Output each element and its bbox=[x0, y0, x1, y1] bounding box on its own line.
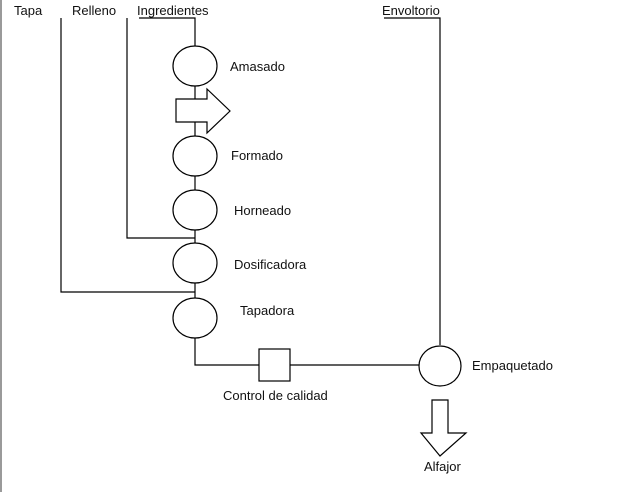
formado-operation-circle bbox=[172, 135, 218, 177]
amasado-operation-circle bbox=[172, 45, 218, 87]
empaquetado-operation-circle bbox=[418, 345, 462, 387]
relleno-label: Relleno bbox=[72, 3, 117, 18]
ingredientes-label: Ingredientes bbox=[137, 3, 209, 18]
relleno-line bbox=[126, 18, 195, 239]
dosificadora-operation-circle bbox=[172, 242, 218, 284]
tapadora-label: Tapadora bbox=[240, 303, 295, 318]
dosificadora-label: Dosificadora bbox=[234, 257, 307, 272]
tapa-label: Tapa bbox=[14, 3, 43, 18]
tapa-line bbox=[60, 18, 195, 293]
alfajor-label: Alfajor bbox=[424, 459, 461, 474]
amasado-label: Amasado bbox=[230, 59, 285, 74]
tapadora-to-control-line bbox=[194, 340, 259, 366]
envoltorio-line bbox=[384, 17, 441, 345]
envoltorio-label: Envoltorio bbox=[382, 3, 440, 18]
control-de-calidad-label: Control de calidad bbox=[223, 388, 328, 403]
control-inspection-square bbox=[258, 348, 291, 382]
tapadora-operation-circle bbox=[172, 297, 218, 339]
transport-arrow-right bbox=[175, 87, 231, 135]
empaquetado-label: Empaquetado bbox=[472, 358, 553, 373]
horneado-operation-circle bbox=[172, 189, 218, 231]
formado-label: Formado bbox=[231, 148, 284, 163]
ingredientes-line bbox=[139, 17, 196, 48]
horneado-label: Horneado bbox=[234, 203, 292, 218]
output-arrow-down bbox=[419, 399, 468, 457]
